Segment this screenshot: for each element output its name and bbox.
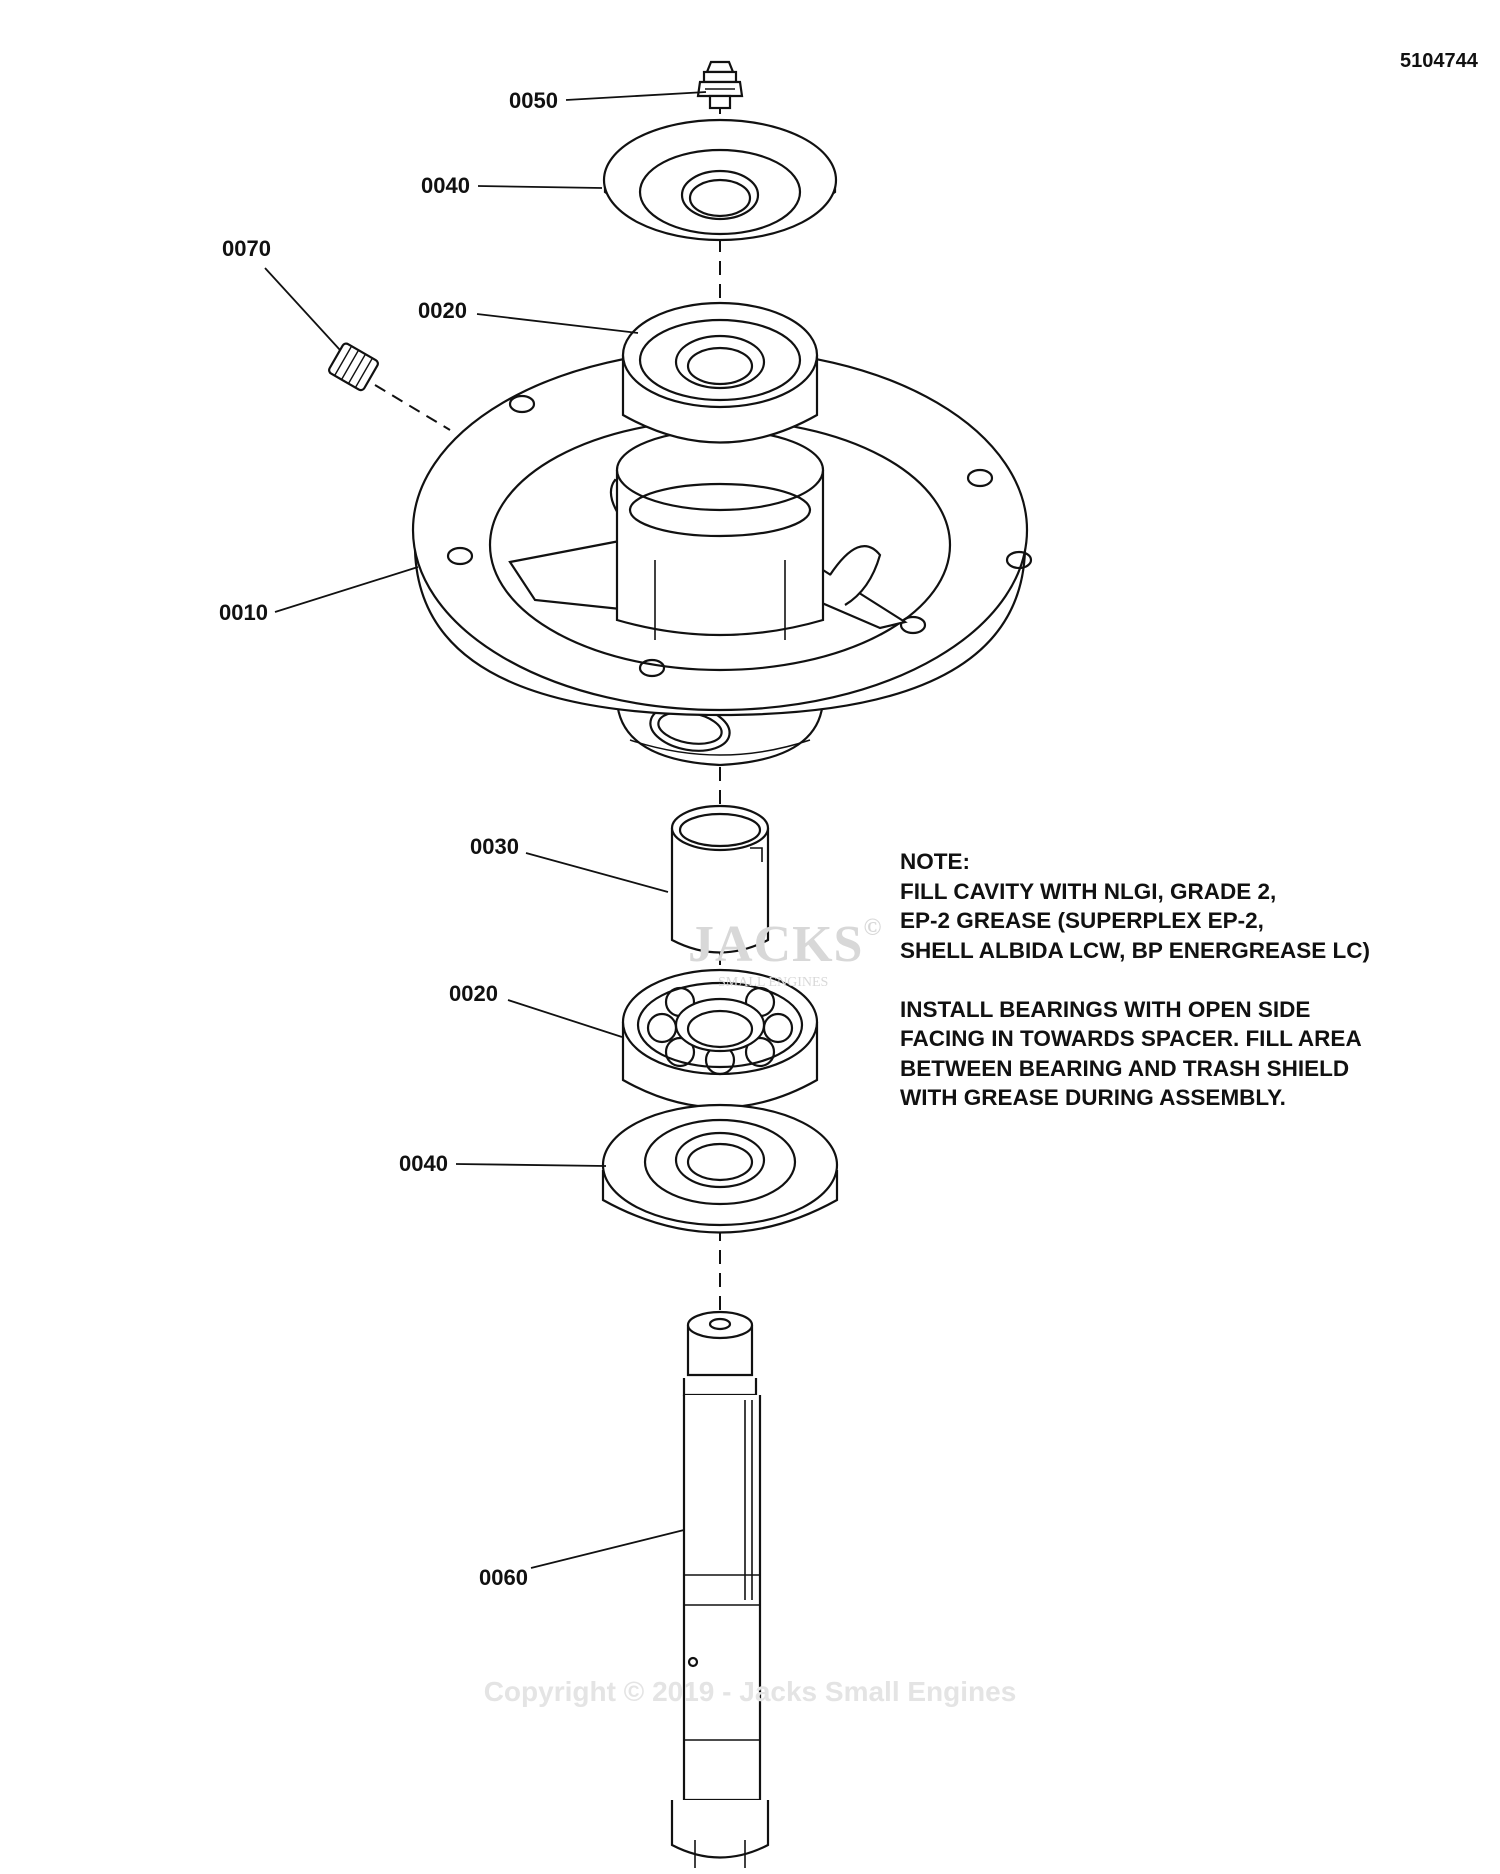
assembly-note: NOTE: FILL CAVITY WITH NLGI, GRADE 2, EP…	[900, 847, 1460, 1113]
plug-0070	[328, 342, 379, 392]
note-spacer	[900, 965, 1460, 995]
part-label-0040-top: 0040	[421, 173, 470, 198]
part-label-0020-top: 0020	[418, 298, 467, 323]
spacer-0030	[670, 804, 770, 954]
watermark-logo-text: JACKS	[688, 916, 864, 973]
note-line: FILL CAVITY WITH NLGI, GRADE 2,	[900, 878, 1277, 904]
part-label-0010: 0010	[219, 600, 268, 625]
note-heading: NOTE:	[900, 849, 970, 874]
watermark-logo-mark: ©	[863, 915, 883, 941]
part-label-0020-bottom: 0020	[449, 981, 498, 1006]
note-line: WITH GREASE DURING ASSEMBLY.	[900, 1085, 1286, 1110]
bearing-0020-bottom	[621, 968, 819, 1109]
part-label-0060: 0060	[479, 1565, 528, 1590]
note-line: BETWEEN BEARING AND TRASH SHIELD	[900, 1055, 1350, 1081]
spindle-shaft-0060	[670, 1310, 770, 1868]
note-line: INSTALL BEARINGS WITH OPEN SIDE	[900, 996, 1311, 1022]
note-line: SHELL ALBIDA LCW, BP ENERGREASE LC)	[900, 937, 1371, 963]
part-label-0040-bottom: 0040	[399, 1151, 448, 1176]
watermark-logo-sub: SMALL ENGINES	[718, 975, 829, 990]
note-line: FACING IN TOWARDS SPACER. FILL AREA	[900, 1026, 1362, 1051]
copyright-watermark: Copyright © 2019 - Jacks Small Engines	[483, 1676, 1017, 1707]
bearing-0020-top	[621, 301, 819, 444]
diagram-id: 5104744	[1400, 50, 1478, 72]
part-label-0050: 0050	[509, 88, 558, 113]
trash-shield-0040-bottom	[601, 1103, 839, 1234]
leader-lines	[264, 91, 707, 1569]
part-label-0070: 0070	[222, 236, 271, 261]
part-label-0030: 0030	[470, 834, 519, 859]
spindle-housing-0010	[411, 348, 1033, 767]
fitting-axis	[374, 384, 451, 431]
watermark-logo: JACKS©	[688, 915, 882, 974]
grease-fitting-0050	[696, 60, 744, 110]
note-line: EP-2 GREASE (SUPERPLEX EP-2,	[900, 908, 1264, 933]
trash-shield-0040-top	[602, 118, 838, 242]
